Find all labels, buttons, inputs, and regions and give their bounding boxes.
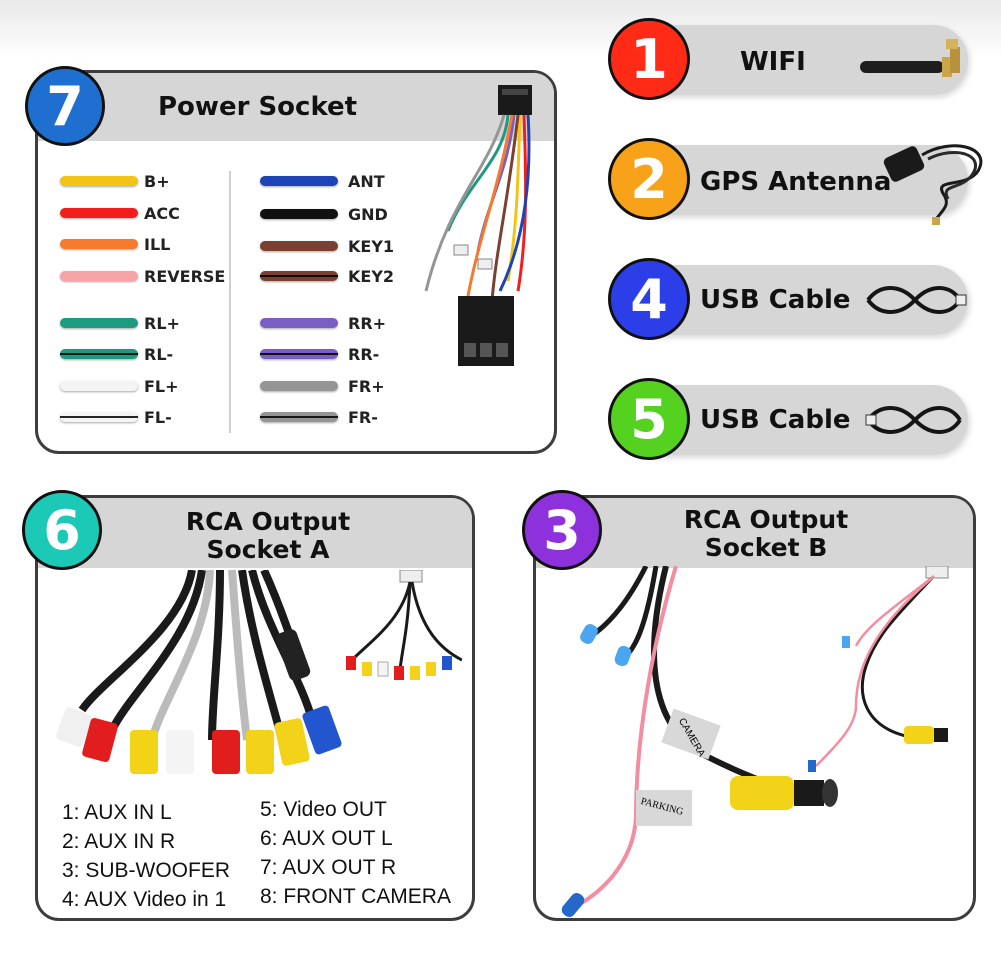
number-badge: 3 [522,490,602,570]
list-item: 3: SUB-WOOFER [62,859,231,882]
number-badge: 7 [25,66,105,146]
wire-gnd: GND [260,204,388,224]
item-label: USB Cable [700,405,851,435]
wire-label: RR- [348,344,380,364]
title-line-2: Socket B [704,533,828,562]
wire-swatch [60,381,138,391]
wire-swatch [260,209,338,219]
wire-swatch [60,412,138,422]
wire-rl-minus: RL- [60,344,173,364]
wire-fr-plus: FR+ [260,376,385,396]
wire-swatch [260,349,338,359]
rca-socket-a-panel: RCA Output Socket A [35,495,475,921]
wire-key1: KEY1 [260,236,394,256]
wire-ant: ANT [260,171,385,191]
usb-cable-icon [865,406,962,434]
wire-label: RR+ [348,313,387,333]
power-harness-illustration [424,85,532,366]
wire-swatch [60,349,138,359]
list-item: 6: AUX OUT L [260,827,393,850]
gps-antenna-icon [883,144,983,225]
wire-label: FL+ [144,376,179,396]
wire-swatch [60,176,138,186]
panel-title: RCA Output Socket A [158,508,378,564]
item-usb-cable-5: 5 USB Cable [608,378,968,460]
wire-acc: ACC [60,203,180,223]
list-item: 7: AUX OUT R [260,856,397,879]
wire-rl-plus: RL+ [60,313,180,333]
list-item: 4: AUX Video in 1 [62,888,227,911]
wire-swatch [60,271,138,281]
wire-swatch [260,412,338,422]
wire-label: GND [348,204,388,224]
wire-swatch [260,271,338,281]
wire-b-plus: B+ [60,171,170,191]
number-badge: 4 [608,258,690,340]
wire-swatch [260,381,338,391]
wire-swatch [260,176,338,186]
wire-fr-minus: FR- [260,407,378,427]
wire-label: KEY1 [348,236,395,256]
number-badge: 5 [608,378,690,460]
wire-fl-minus: FL- [60,407,172,427]
wire-rr-plus: RR+ [260,313,386,333]
usb-cable-icon [866,286,967,314]
wire-ill: ILL [60,234,170,254]
list-item: 1: AUX IN L [62,801,172,824]
list-item: 2: AUX IN R [62,830,176,853]
wire-label: ACC [144,203,180,223]
wire-swatch [260,318,338,328]
item-gps-antenna: 2 GPS Antenna [608,138,983,225]
item-label: GPS Antenna [700,167,892,197]
wire-label: KEY2 [348,266,395,286]
wifi-antenna-icon [860,39,960,77]
wire-label: FR- [348,407,378,427]
wire-swatch [60,239,138,249]
title-line-1: RCA Output [185,507,351,536]
rca-socket-b-panel: RCA Output Socket B CAMERA PARKING [533,495,976,921]
wire-label: ANT [348,171,385,191]
panel-title: RCA Output Socket B [656,506,876,562]
wire-key2: KEY2 [260,266,394,286]
wire-swatch [260,241,338,251]
rca-a-cables-illustration [56,570,462,774]
rca-a-list-right: 5: Video OUT 6: AUX OUT L 7: AUX OUT R 8… [260,795,451,911]
wire-label: FL- [144,407,172,427]
number-badge: 1 [608,18,690,100]
wire-label: REVERSE [144,266,226,286]
wire-label: B+ [144,171,170,191]
wire-rr-minus: RR- [260,344,379,364]
list-item: 8: FRONT CAMERA [260,885,451,908]
title-line-1: RCA Output [683,505,849,534]
wire-swatch [60,318,138,328]
wire-swatch [60,208,138,218]
rca-a-list-left: 1: AUX IN L 2: AUX IN R 3: SUB-WOOFER 4:… [62,798,230,914]
panel-header [536,498,973,568]
wire-label: RL+ [144,313,180,333]
item-label: USB Cable [700,285,851,315]
title-line-2: Socket A [206,535,330,564]
divider [229,171,231,433]
wire-reverse: REVERSE [60,266,225,286]
wire-label: ILL [144,234,171,254]
panel-header [38,73,554,141]
panel-header [38,498,472,568]
rca-b-cables-illustration: CAMERA PARKING [561,566,949,918]
wire-label: FR+ [348,376,385,396]
panel-title: Power Socket [158,92,358,122]
number-badge: 2 [608,138,690,220]
wire-label: RL- [144,344,174,364]
item-wifi: 1 WIFI [608,18,968,100]
item-label: WIFI [740,47,806,77]
number-badge: 6 [22,490,102,570]
power-socket-panel: Power Socket B+ ACC ILL REVERSE RL+ RL- … [35,70,557,454]
wire-fl-plus: FL+ [60,376,179,396]
list-item: 5: Video OUT [260,798,387,821]
item-usb-cable-4: 4 USB Cable [608,258,968,340]
